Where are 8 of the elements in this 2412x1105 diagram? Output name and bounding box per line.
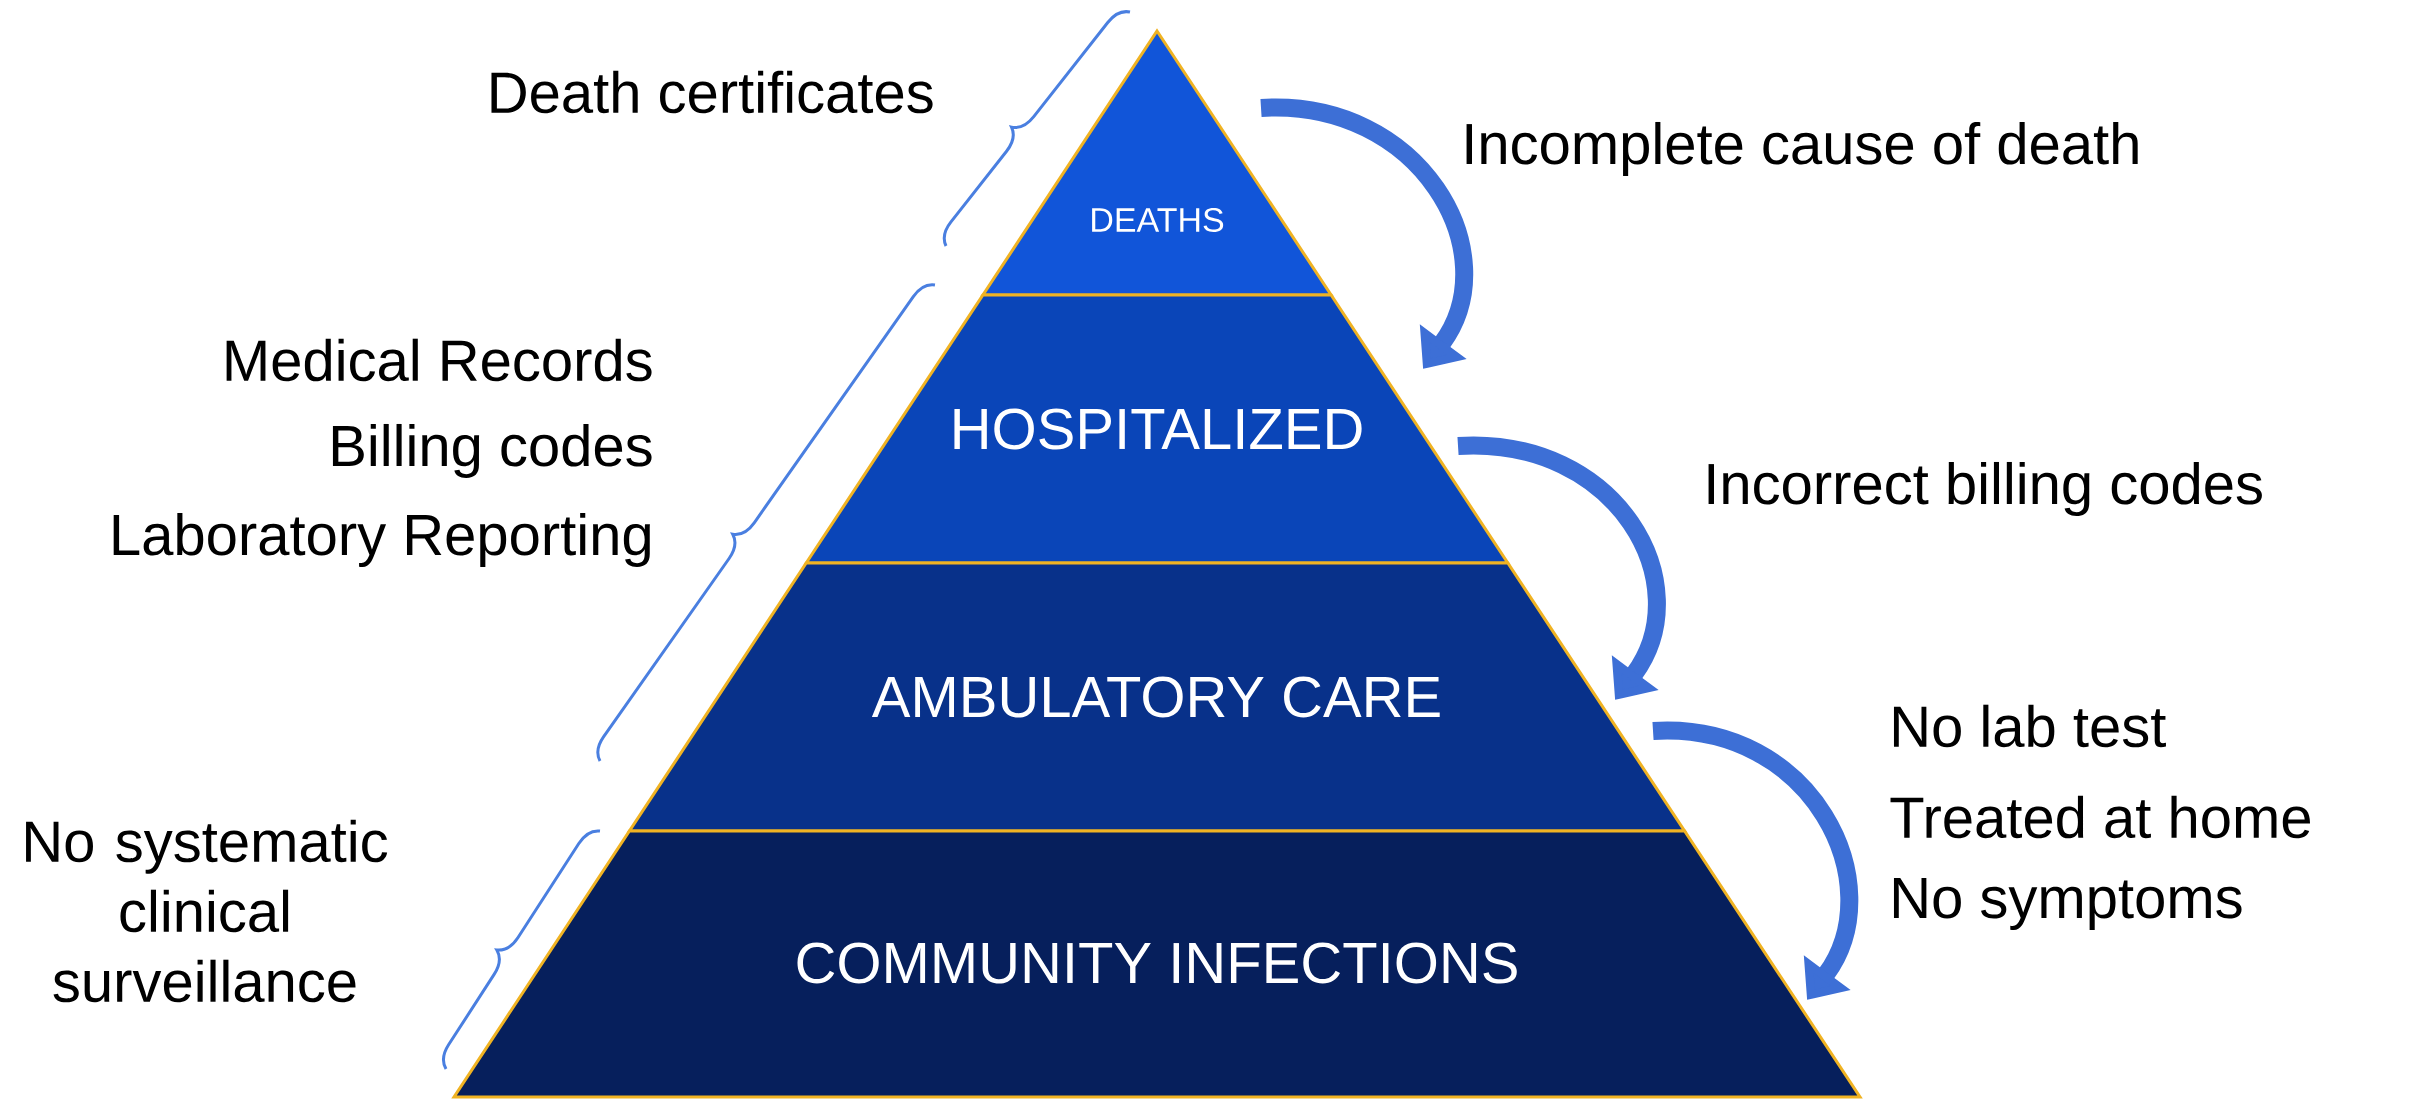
- annotation-text: No lab test: [1893, 704, 2166, 748]
- annotation-text: Treated at home: [1890, 795, 2310, 839]
- annotation-text: Incorrect billing codes: [1708, 461, 2262, 516]
- annotation-text: No symptoms: [1893, 878, 2242, 930]
- annotation-text: Billing codes: [332, 423, 652, 478]
- annotation-text: No systematic clinical surveillance: [26, 819, 388, 1003]
- annotation-text: Medical Records: [226, 338, 652, 382]
- annotation-text: Incomplete cause of death: [1466, 121, 2138, 176]
